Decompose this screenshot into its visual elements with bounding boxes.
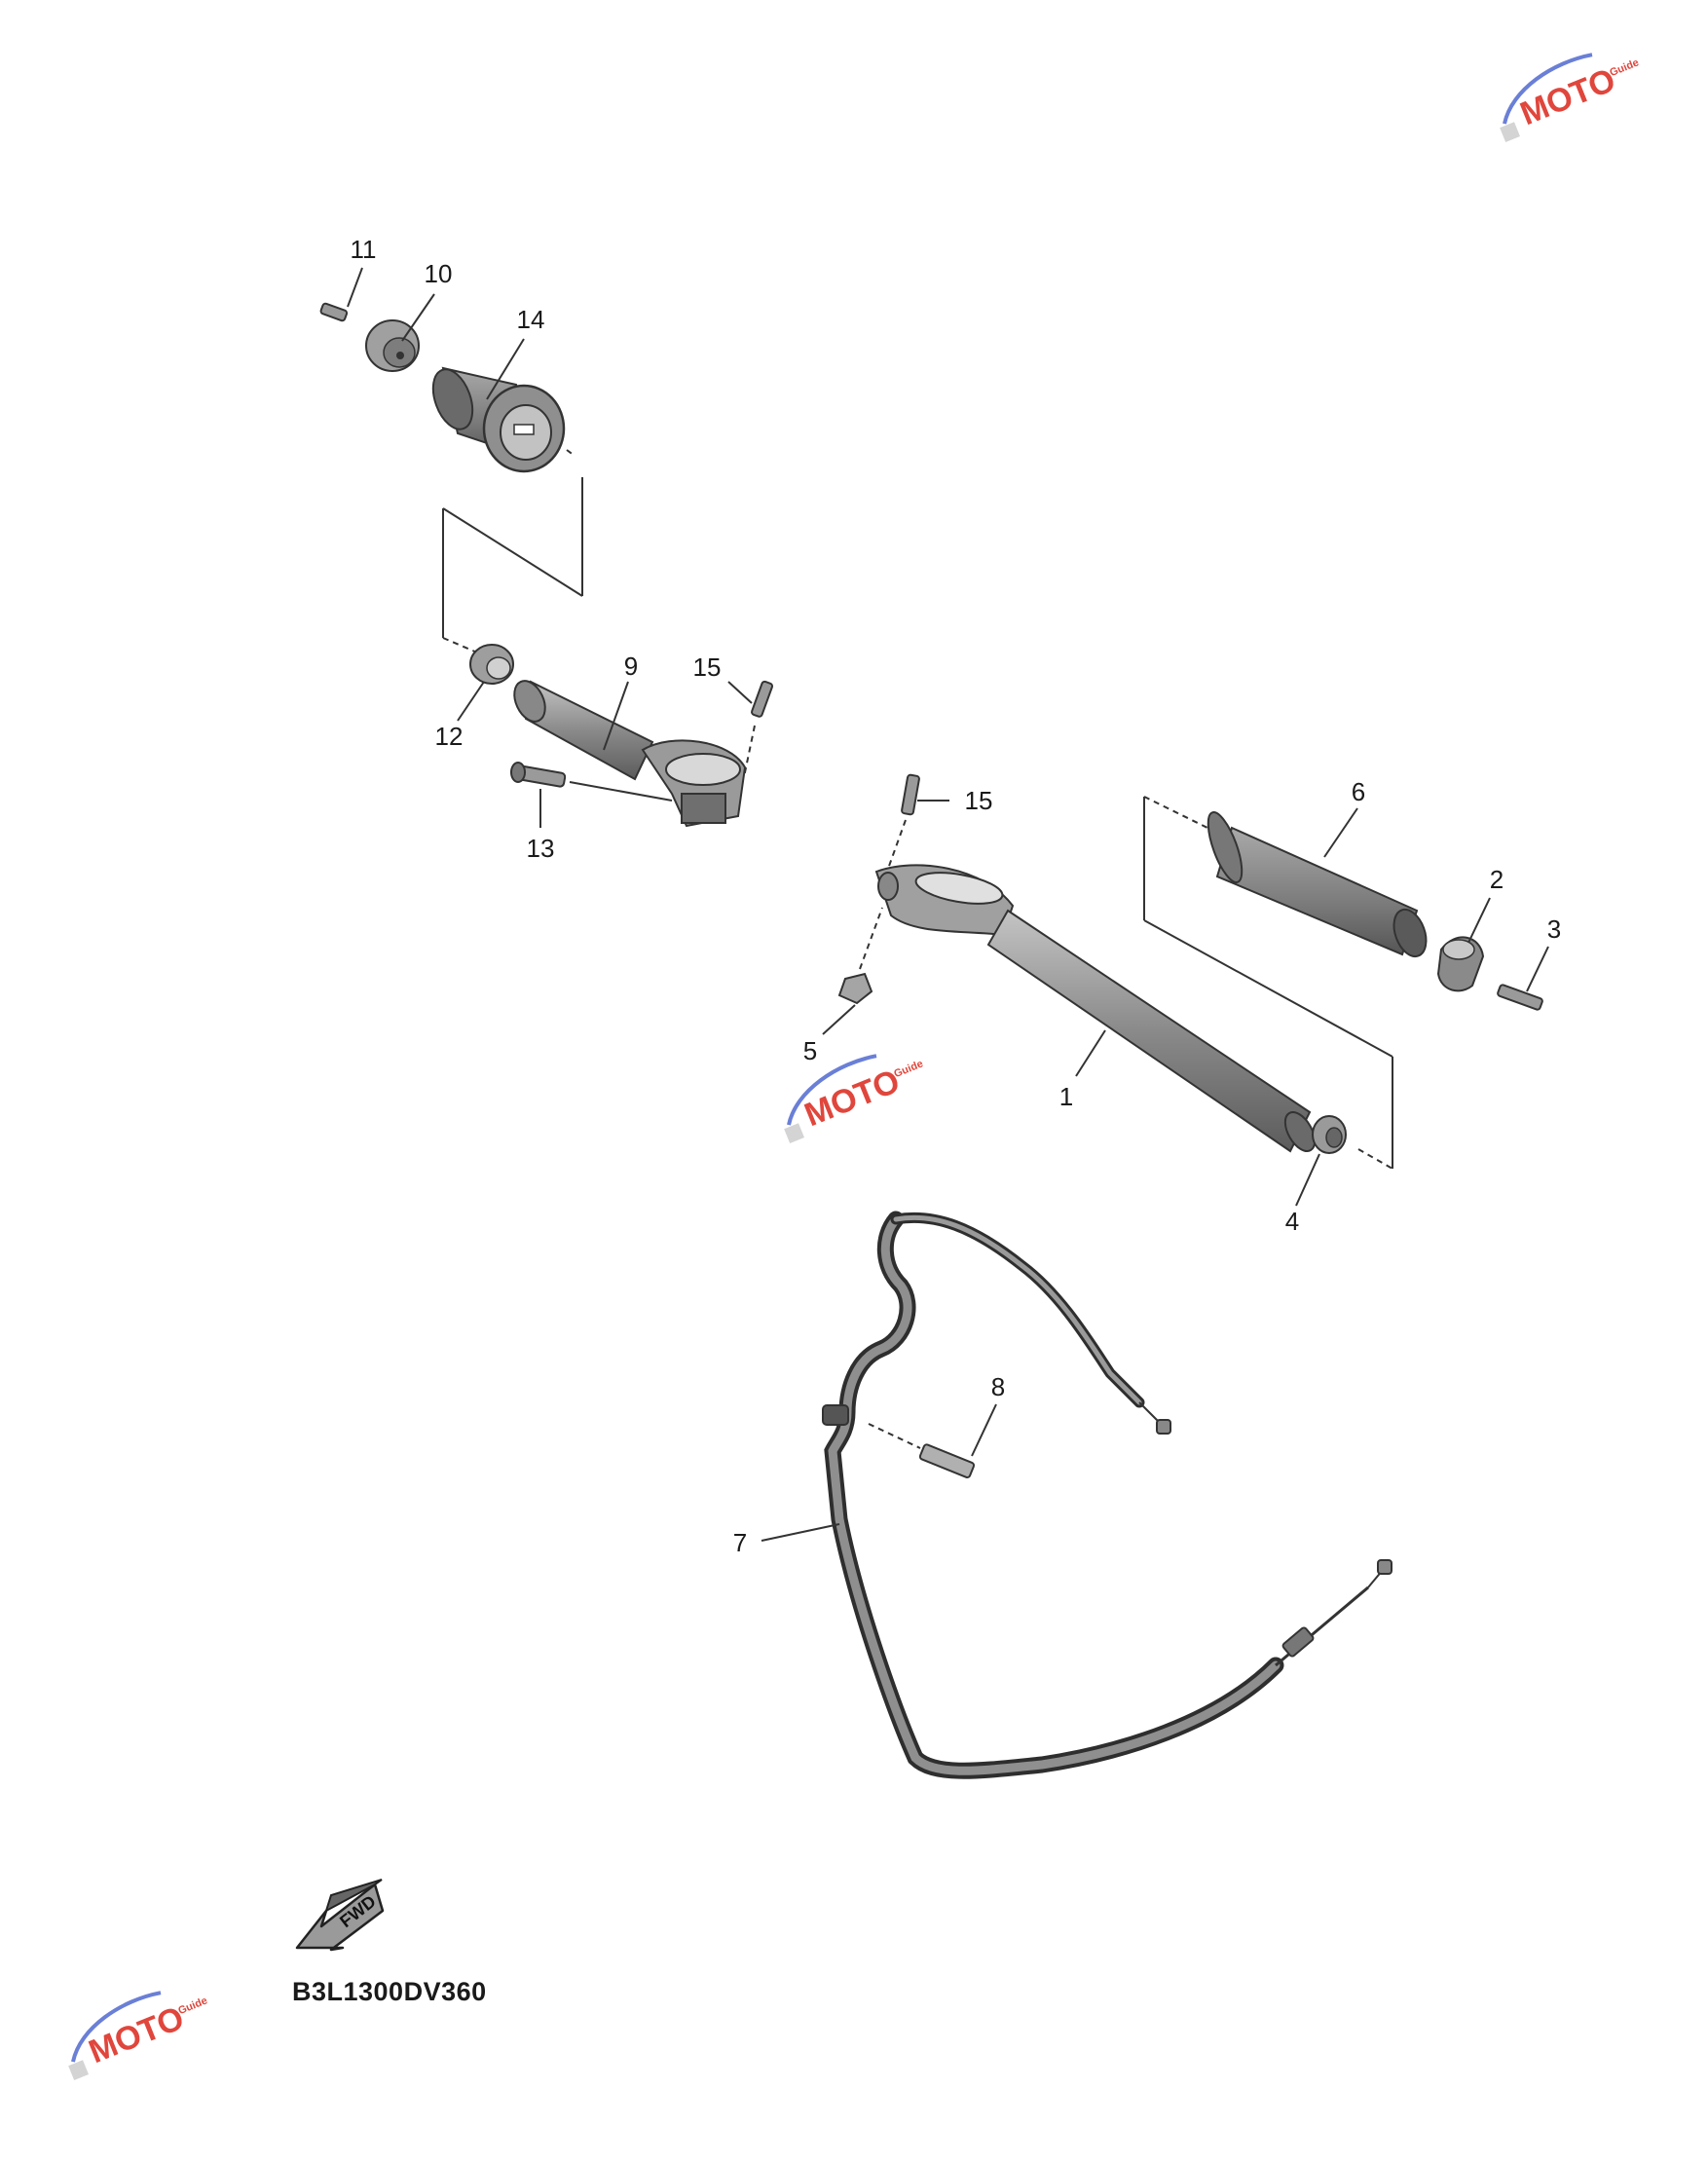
- bolt-15b: [887, 773, 920, 870]
- callout-5: 5: [803, 1036, 817, 1065]
- fwd-arrow-icon: FWD: [295, 1879, 385, 1952]
- callout-12: 12: [435, 722, 464, 751]
- callout-13: 13: [527, 834, 555, 863]
- watermark-text-middle: MOTO: [799, 1063, 905, 1134]
- bolt-3: [1497, 984, 1543, 1011]
- watermark-logo-top: MOTO Guide: [1500, 53, 1641, 143]
- callout-1: 1: [1059, 1082, 1073, 1111]
- leader-lines: [347, 267, 1549, 1542]
- watermark-subtext-bottom: Guide: [176, 1995, 208, 2017]
- watermark-logo-bottom: MOTO Guide: [68, 1991, 209, 2081]
- watermark-subtext-middle: Guide: [892, 1058, 924, 1080]
- callout-11: 11: [351, 235, 377, 264]
- cable-ends: [822, 1404, 1392, 1658]
- watermark-text-top: MOTO: [1515, 61, 1620, 132]
- callout-7: 7: [733, 1528, 747, 1557]
- collar-12: [469, 644, 514, 685]
- diagram-code: B3L1300DV360: [292, 1977, 487, 2006]
- assembly-lines-right: [1143, 796, 1393, 1170]
- watermark-text-bottom: MOTO: [84, 1999, 189, 2070]
- nut-5: [837, 907, 883, 1005]
- callout-15b: 15: [965, 786, 993, 815]
- throttle-grip-14: [431, 366, 566, 473]
- callout-6: 6: [1352, 777, 1365, 806]
- bar-end-weight-2: [1436, 936, 1485, 992]
- left-handlebar-9: [513, 680, 747, 828]
- bolt-13: [510, 762, 673, 802]
- watermark-logo-middle: MOTO Guide: [784, 1054, 925, 1144]
- bar-end-weight-10: [365, 319, 420, 372]
- callout-8: 8: [991, 1372, 1005, 1401]
- callout-3: 3: [1547, 914, 1561, 944]
- grip-6: [1207, 811, 1428, 958]
- callout-10: 10: [425, 259, 453, 288]
- callout-9: 9: [624, 652, 638, 681]
- right-handlebar-1: [874, 864, 1317, 1153]
- callout-2: 2: [1490, 865, 1504, 894]
- bolt-15a: [743, 680, 774, 778]
- bolt-11: [319, 302, 349, 322]
- callout-4: 4: [1285, 1207, 1299, 1236]
- callout-14: 14: [517, 305, 545, 334]
- adjuster-8: [868, 1423, 976, 1479]
- clutch-cable-7: [824, 1211, 1384, 1779]
- watermark-subtext-top: Guide: [1608, 56, 1640, 79]
- collar-4: [1312, 1115, 1347, 1154]
- assembly-lines-top: [442, 449, 583, 653]
- callout-15a: 15: [693, 653, 722, 682]
